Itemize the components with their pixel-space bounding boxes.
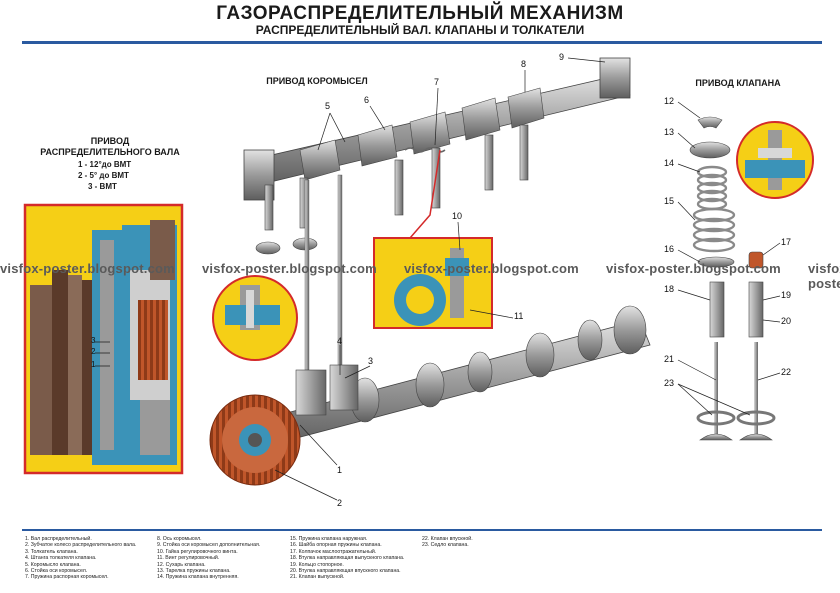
- legend-item: 22. Клапан впускной.: [422, 536, 473, 542]
- legend-item: 8. Ось коромысел.: [157, 536, 202, 542]
- callout-19: 19: [781, 290, 792, 300]
- watermark-2: visfox-poster.blogspot.com: [202, 261, 377, 276]
- camshaft-gear: [209, 394, 301, 486]
- legend-item: 6. Стойка оси коромысел.: [25, 568, 88, 575]
- legend-item: 14. Пружина клапана внутренняя.: [157, 574, 239, 581]
- pulley-mark-1: 1: [91, 360, 96, 369]
- watermark-5: visfox-poster.blogspot.com: [808, 261, 840, 291]
- rocker-assembly: [243, 57, 631, 371]
- drive-mark-1: 1 - 12°до ВМТ: [78, 160, 132, 169]
- legend-item: 13. Тарелка пружины клапана.: [157, 568, 231, 575]
- legend-column-2: 8. Ось коромысел. 9. Стойка оси коромысе…: [157, 536, 260, 581]
- legend-item: 11. Винт регулировочный.: [157, 555, 220, 562]
- drive-mark-2: 2 - 5° до ВМТ: [78, 171, 129, 180]
- watermark-3: visfox-poster.blogspot.com: [404, 261, 579, 276]
- callout-10: 10: [452, 211, 463, 221]
- legend-item: 3. Толкатель клапана.: [25, 548, 78, 555]
- legend-item: 15. Пружина клапана наружная.: [290, 536, 368, 542]
- rocker-drive-heading: ПРИВОД КОРОМЫСЕЛ: [266, 76, 368, 86]
- callout-16: 16: [664, 244, 675, 254]
- valve-exploded-view: [689, 116, 776, 441]
- poster-title: ГАЗОРАСПРЕДЕЛИТЕЛЬНЫЙ МЕХАНИЗМ: [216, 3, 624, 24]
- callout-3: 3: [368, 356, 374, 366]
- legend-item: 1. Вал распределительный.: [25, 536, 92, 542]
- valve-drive-heading: ПРИВОД КЛАПАНА: [695, 78, 781, 88]
- callout-8: 8: [521, 59, 527, 69]
- pushrod-detail-inset: [212, 275, 298, 361]
- camshaft-drive-heading-line1: ПРИВОД: [90, 136, 130, 146]
- leader-lines: [274, 57, 781, 501]
- callout-7: 7: [434, 77, 440, 87]
- camshaft: [259, 305, 651, 446]
- title-divider: [22, 41, 822, 44]
- legend-column-3: 15. Пружина клапана наружная. 16. Шайба …: [290, 536, 404, 581]
- callout-12: 12: [664, 96, 675, 106]
- legend-item: 12. Сухарь клапана.: [157, 561, 206, 568]
- legend-item: 5. Коромысло клапана.: [25, 561, 81, 568]
- adjusting-screw-inset: [373, 149, 493, 329]
- callout-17: 17: [781, 237, 792, 247]
- legend-item: 21. Клапан выпускной.: [290, 574, 345, 581]
- callout-15: 15: [664, 196, 675, 206]
- callout-23: 23: [664, 378, 675, 388]
- callout-1: 1: [337, 465, 343, 475]
- legend-item: 10. Гайка регулировочного винта.: [157, 548, 238, 555]
- callout-18: 18: [664, 284, 675, 294]
- callout-2: 2: [337, 498, 343, 508]
- callout-4: 4: [337, 336, 343, 346]
- callout-9: 9: [559, 52, 565, 62]
- legend-item: 20. Втулка направляющая впускного клапан…: [290, 568, 401, 575]
- poster-subtitle: РАСПРЕДЕЛИТЕЛЬНЫЙ ВАЛ. КЛАПАНЫ И ТОЛКАТЕ…: [255, 23, 585, 37]
- legend-item: 23. Седло клапана.: [422, 542, 469, 549]
- legend-item: 16. Шайба опорная пружины клапана.: [290, 542, 382, 549]
- callout-14: 14: [664, 158, 675, 168]
- callout-20: 20: [781, 316, 792, 326]
- callout-6: 6: [364, 95, 370, 105]
- legend-divider: [22, 529, 822, 531]
- pulley-mark-3: 3: [91, 336, 96, 345]
- legend-item: 2. Зубчатое колесо распределительного ва…: [25, 542, 137, 549]
- camshaft-drive-heading-line2: РАСПРЕДЕЛИТЕЛЬНОГО ВАЛА: [40, 147, 180, 157]
- legend-column-1: 1. Вал распределительный. 2. Зубчатое ко…: [25, 536, 136, 581]
- callout-5: 5: [325, 101, 331, 111]
- callout-21: 21: [664, 354, 675, 364]
- legend-item: 19. Кольцо стопорное.: [290, 561, 344, 568]
- legend-item: 9. Стойка оси коромысел дополнительная.: [157, 542, 261, 549]
- legend-column-4: 22. Клапан впускной. 23. Седло клапана.: [422, 536, 473, 549]
- watermark-4: visfox-poster.blogspot.com: [606, 261, 781, 276]
- legend-item: 4. Штанга толкателя клапана.: [25, 555, 97, 562]
- watermark-1: visfox-poster.blogspot.com: [0, 261, 175, 276]
- legend-item: 7. Пружина распорная коромысел.: [25, 574, 109, 581]
- drive-mark-3: 3 - ВМТ: [88, 182, 117, 191]
- callout-22: 22: [781, 367, 792, 377]
- pulley-mark-2: 2: [91, 347, 96, 356]
- callout-11: 11: [514, 311, 524, 321]
- legend-item: 18. Втулка направляющая выпускного клапа…: [290, 555, 405, 562]
- callout-13: 13: [664, 127, 675, 137]
- legend-item: 17. Колпачок маслоотражательный.: [290, 548, 377, 555]
- valve-top-inset: [736, 121, 814, 199]
- camshaft-drive-inset: [23, 203, 184, 475]
